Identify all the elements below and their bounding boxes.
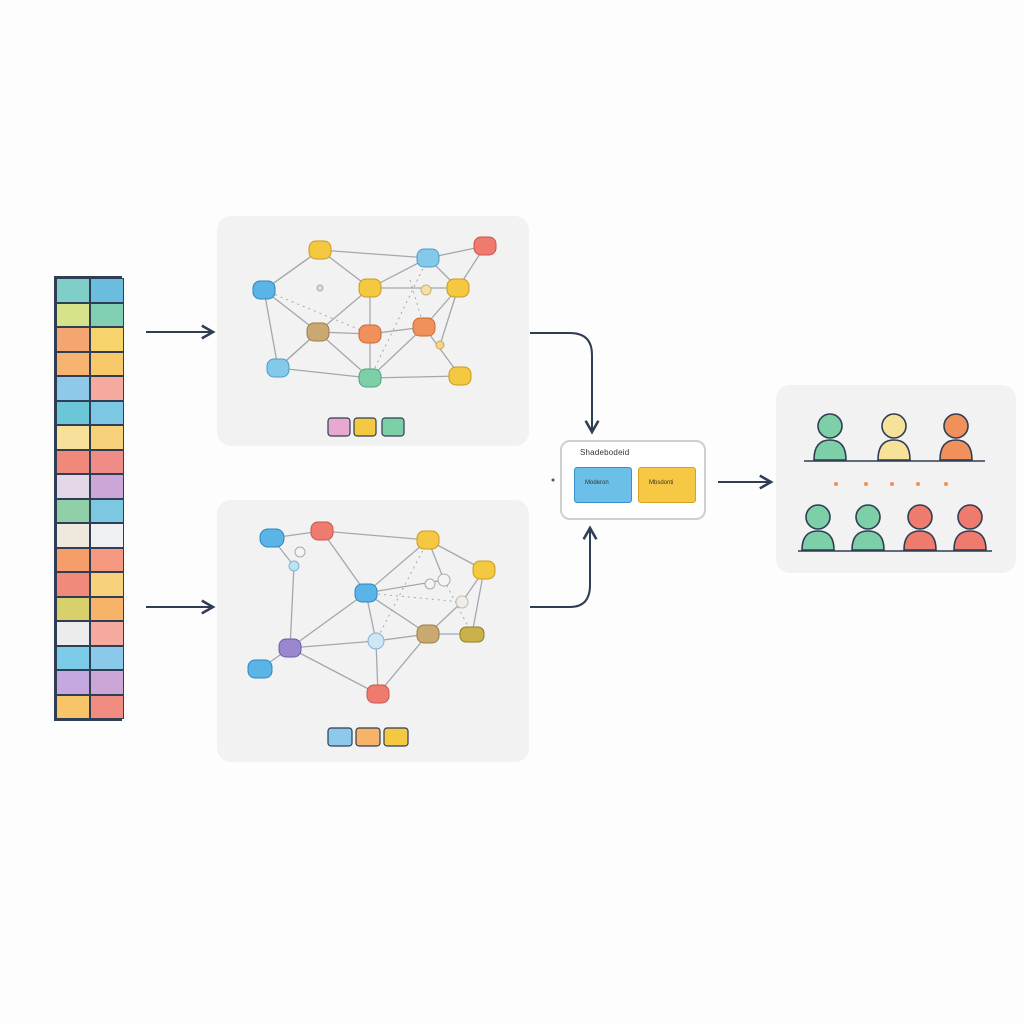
graph-node-small (424, 578, 436, 590)
graph-node-small (288, 560, 300, 572)
graph-node-small (435, 340, 445, 350)
matrix-cell (56, 547, 90, 572)
matrix-cell (90, 621, 124, 646)
matrix-cell (90, 400, 124, 425)
fusion-module: Shadebodeid Moderon Mbsdonti (560, 440, 706, 520)
graph-node (266, 358, 290, 378)
person-icon (851, 504, 885, 551)
matrix-cell (90, 498, 124, 523)
matrix-cell (56, 302, 90, 327)
matrix-cell (56, 376, 90, 401)
matrix-cell (90, 425, 124, 450)
graph-node (252, 280, 276, 300)
matrix-cell (90, 278, 124, 303)
graph-node (412, 317, 436, 337)
arrow-bottom-graph-to-fusion (530, 525, 598, 608)
matrix-cell (56, 278, 90, 303)
separator-dots (834, 482, 948, 486)
matrix-cell (56, 449, 90, 474)
graph-node (358, 278, 382, 298)
graph-node (416, 624, 440, 644)
graph-top (252, 236, 497, 437)
matrix-cell (90, 572, 124, 597)
fusion-input-dot (551, 478, 555, 482)
fusion-block-right: Mbsdonti (638, 467, 696, 503)
matrix-cell (56, 621, 90, 646)
graph-node (306, 322, 330, 342)
matrix-cell (56, 572, 90, 597)
fusion-title: Shadebodeid (580, 448, 630, 457)
person-icon (953, 504, 987, 551)
person-icon (877, 413, 911, 461)
graph-node (366, 684, 390, 704)
matrix-cell (90, 645, 124, 670)
graph-node (459, 626, 485, 643)
person-icon (903, 504, 937, 551)
graph-node-small (294, 546, 306, 558)
arrows (146, 324, 774, 615)
matrix-cell (90, 376, 124, 401)
matrix-cell (90, 449, 124, 474)
matrix-cell (56, 694, 90, 719)
matrix-cell (90, 523, 124, 548)
graph-node (358, 324, 382, 344)
person-icon (801, 504, 835, 551)
input-feature-matrix (54, 276, 124, 721)
graph-node (310, 521, 334, 541)
graph-node (278, 638, 302, 658)
matrix-cell (56, 351, 90, 376)
graph-node (416, 248, 440, 268)
fusion-block-left-label: Moderon (585, 480, 609, 486)
graph-node (247, 659, 273, 679)
graph-node (448, 366, 472, 386)
person-icon (939, 413, 973, 461)
matrix-cell (56, 596, 90, 621)
embedding-blocks-top (327, 417, 405, 437)
embedding-blocks-bottom (327, 727, 409, 747)
matrix-cell (90, 547, 124, 572)
output-people (798, 413, 992, 552)
graph-node (354, 583, 378, 603)
matrix-cell (56, 670, 90, 695)
matrix-cell (90, 351, 124, 376)
graph-node-small (316, 284, 324, 292)
graph-node-small (367, 632, 385, 650)
graph-node-small (437, 573, 451, 587)
graph-node (416, 530, 440, 550)
graph-node (472, 560, 496, 580)
matrix-cell (56, 523, 90, 548)
matrix-cell (90, 670, 124, 695)
matrix-cell (90, 596, 124, 621)
matrix-cell (56, 474, 90, 499)
graph-node (446, 278, 470, 298)
graph-node (473, 236, 497, 256)
matrix-cell (90, 327, 124, 352)
matrix-cell (56, 400, 90, 425)
matrix-cell (90, 694, 124, 719)
matrix-cell (56, 327, 90, 352)
matrix-cell (56, 645, 90, 670)
graph-node (259, 528, 285, 548)
matrix-cell (56, 425, 90, 450)
matrix-cell (56, 498, 90, 523)
graph-node (308, 240, 332, 260)
person-icon (813, 413, 847, 461)
graph-bottom (247, 521, 496, 747)
graph-node (358, 368, 382, 388)
matrix-cell (90, 474, 124, 499)
arrow-top-graph-to-fusion (530, 332, 600, 435)
graph-node-small (455, 595, 469, 609)
fusion-block-right-label: Mbsdonti (649, 480, 674, 486)
matrix-cell (90, 302, 124, 327)
fusion-block-left: Moderon (574, 467, 632, 503)
graph-node-small (420, 284, 432, 296)
